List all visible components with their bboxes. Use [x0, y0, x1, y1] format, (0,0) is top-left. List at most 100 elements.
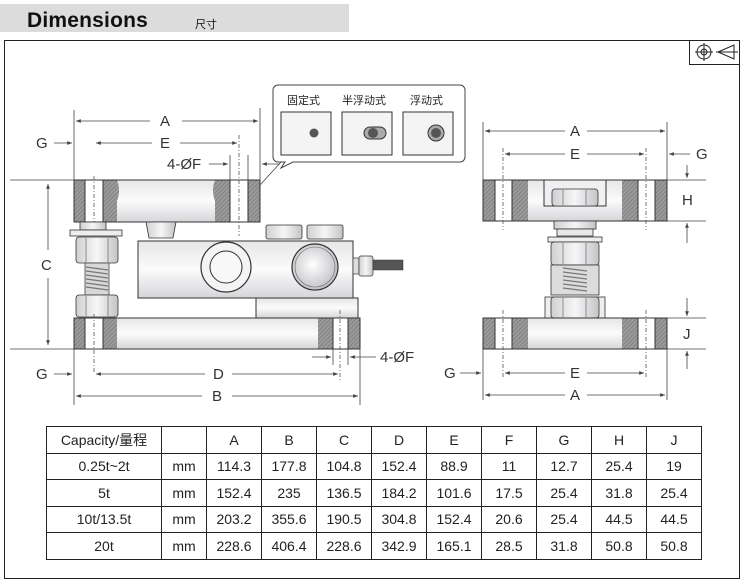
- dim-label-G-bottom-end: G: [444, 365, 456, 382]
- header-A: A: [206, 426, 262, 454]
- dim-label-D: D: [213, 366, 224, 383]
- cell-G: 12.7: [536, 452, 592, 480]
- cell-J: 50.8: [646, 532, 702, 560]
- header-J: J: [646, 426, 702, 454]
- projection-symbol-box: [689, 40, 740, 65]
- side-bottom-plate: [73, 310, 361, 382]
- cell-B: 177.8: [261, 452, 317, 480]
- mount-label-fixed: 固定式: [287, 93, 320, 107]
- dim-label-G-bottom: G: [36, 366, 48, 383]
- floating-mount-icon: [402, 111, 454, 156]
- cell-H: 31.8: [591, 479, 647, 507]
- cell-B: 235: [261, 479, 317, 507]
- cell-H: 25.4: [591, 452, 647, 480]
- cell-G: 31.8: [536, 532, 592, 560]
- dim-label-G-top: G: [36, 135, 48, 152]
- dim-label-hole-top: 4-ØF: [167, 156, 201, 173]
- cell-D: 304.8: [371, 505, 427, 533]
- dim-label-C: C: [41, 257, 52, 274]
- dim-label-hole-bottom: 4-ØF: [380, 349, 414, 366]
- title-bar: Dimensions 尺寸: [0, 4, 349, 32]
- dim-label-J: J: [683, 326, 691, 343]
- fixed-mount-icon: [280, 111, 332, 156]
- dim-label-G-top-end: G: [696, 146, 708, 163]
- cell-D: 152.4: [371, 452, 427, 480]
- dimensions-table: Capacity/量程 A B C D E F G H J 0.25t~2t m…: [46, 426, 702, 560]
- dim-label-A: A: [160, 113, 170, 130]
- side-dimension-labels: A E G 4-ØF C G D B 4-ØF: [36, 113, 414, 405]
- table-row: 10t/13.5t mm 203.2 355.6 190.5 304.8 152…: [46, 505, 702, 533]
- cell-F: 11: [481, 452, 537, 480]
- dim-label-B: B: [212, 388, 222, 405]
- page-subtitle: 尺寸: [195, 19, 217, 31]
- semi-floating-mount-icon: [341, 111, 393, 156]
- cell-A: 114.3: [206, 452, 262, 480]
- table-row: 20t mm 228.6 406.4 228.6 342.9 165.1 28.…: [46, 532, 702, 560]
- side-dimensions: [10, 108, 376, 405]
- cell-E: 152.4: [426, 505, 482, 533]
- cell-C: 104.8: [316, 452, 372, 480]
- cell-F: 17.5: [481, 479, 537, 507]
- header-E: E: [426, 426, 482, 454]
- side-bolt-assembly: [69, 221, 123, 318]
- end-bolt-assembly: [544, 220, 606, 319]
- cell-J: 19: [646, 452, 702, 480]
- first-angle-projection-icon: [695, 43, 738, 61]
- cell-H: 44.5: [591, 505, 647, 533]
- header-B: B: [261, 426, 317, 454]
- cell-G: 25.4: [536, 479, 592, 507]
- cell-B: 406.4: [261, 532, 317, 560]
- cell-B: 355.6: [261, 505, 317, 533]
- load-cell-body: [137, 224, 404, 319]
- cell-unit: mm: [161, 505, 207, 533]
- cell-unit: mm: [161, 532, 207, 560]
- table-header-row: Capacity/量程 A B C D E F G H J: [46, 426, 702, 454]
- cell-C: 136.5: [316, 479, 372, 507]
- table-row: 5t mm 152.4 235 136.5 184.2 101.6 17.5 2…: [46, 479, 702, 507]
- cell-D: 184.2: [371, 479, 427, 507]
- cell-J: 25.4: [646, 479, 702, 507]
- cell-A: 228.6: [206, 532, 262, 560]
- cell-E: 101.6: [426, 479, 482, 507]
- mounting-legend: 固定式 半浮动式 浮动式: [272, 84, 466, 170]
- cell-capacity: 5t: [46, 479, 162, 507]
- cell-H: 50.8: [591, 532, 647, 560]
- cell-G: 25.4: [536, 505, 592, 533]
- cell-E: 88.9: [426, 452, 482, 480]
- cell-F: 20.6: [481, 505, 537, 533]
- cell-A: 203.2: [206, 505, 262, 533]
- side-top-plate: [73, 135, 261, 236]
- dim-label-A-bottom: A: [570, 387, 580, 404]
- drawing-frame: [4, 40, 740, 579]
- page-title: Dimensions: [27, 9, 149, 32]
- header-capacity: Capacity/量程: [46, 426, 162, 454]
- cell-F: 28.5: [481, 532, 537, 560]
- cell-capacity: 20t: [46, 532, 162, 560]
- header-unit: [161, 426, 207, 454]
- header-F: F: [481, 426, 537, 454]
- end-view: A E G H J G E A: [444, 122, 708, 404]
- dim-label-E-bottom: E: [570, 365, 580, 382]
- end-top-plate: [482, 148, 668, 230]
- header-G: G: [536, 426, 592, 454]
- cell-unit: mm: [161, 479, 207, 507]
- end-bottom-plate: [482, 310, 668, 378]
- side-view: A E G 4-ØF C G D B 4-ØF: [10, 108, 414, 405]
- dim-label-H: H: [682, 192, 693, 209]
- header-C: C: [316, 426, 372, 454]
- end-dimensions: [460, 122, 706, 400]
- cell-C: 190.5: [316, 505, 372, 533]
- cable: [372, 259, 404, 271]
- cell-D: 342.9: [371, 532, 427, 560]
- cell-A: 152.4: [206, 479, 262, 507]
- cell-capacity: 10t/13.5t: [46, 505, 162, 533]
- cell-J: 44.5: [646, 505, 702, 533]
- dim-label-E: E: [160, 135, 170, 152]
- cell-C: 228.6: [316, 532, 372, 560]
- table-row: 0.25t~2t mm 114.3 177.8 104.8 152.4 88.9…: [46, 452, 702, 480]
- dim-label-E-top: E: [570, 146, 580, 163]
- cell-capacity: 0.25t~2t: [46, 452, 162, 480]
- header-D: D: [371, 426, 427, 454]
- cell-E: 165.1: [426, 532, 482, 560]
